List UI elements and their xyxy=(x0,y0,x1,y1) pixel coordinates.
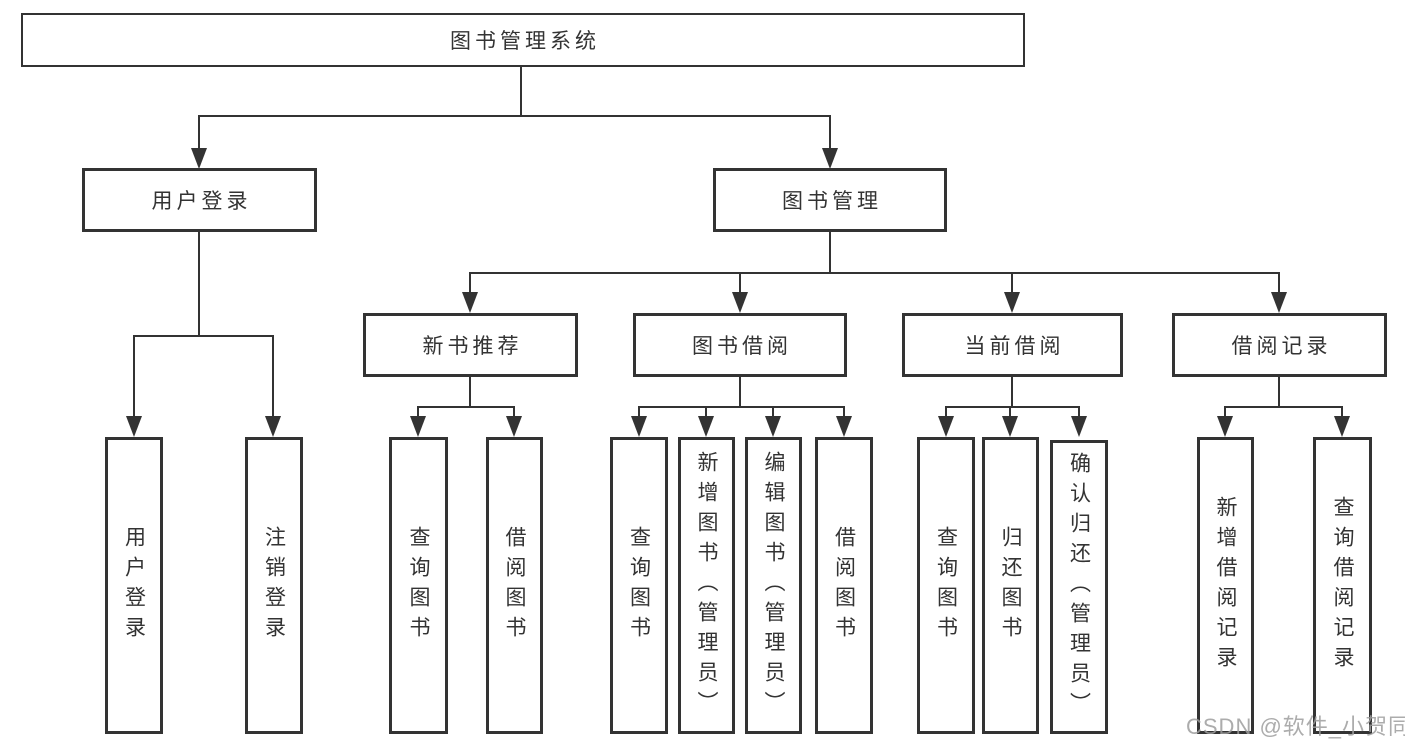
arrow-to-add-borrow-record xyxy=(1217,407,1233,437)
arrow-to-add-book-admin xyxy=(698,407,714,437)
node-user-login-label: 用户登录 xyxy=(151,190,252,213)
leaf-add-borrow-record-label: 新增借阅记录 xyxy=(1214,495,1237,676)
leaf-query-books-1: 查询图书 xyxy=(389,437,448,734)
node-book-borrowing: 图书借阅 xyxy=(633,313,847,377)
arrow-to-return-book xyxy=(1002,407,1018,437)
connector-borrow-records-branch xyxy=(1224,406,1343,408)
node-book-management: 图书管理 xyxy=(713,168,947,232)
node-library-system-label: 图书管理系统 xyxy=(450,30,600,53)
connector-user-login-stem xyxy=(198,231,200,336)
node-current-borrowing: 当前借阅 xyxy=(902,313,1123,377)
arrow-to-borrow-records xyxy=(1271,273,1287,313)
leaf-logout: 注销登录 xyxy=(245,437,303,734)
arrow-to-query-books-2 xyxy=(631,407,647,437)
leaf-add-book-admin: 新增图书（管理员） xyxy=(678,437,735,734)
leaf-return-book-label: 归还图书 xyxy=(999,525,1022,646)
node-library-system: 图书管理系统 xyxy=(21,13,1025,67)
arrow-to-leaf-logout xyxy=(265,336,281,437)
connector-borrow-records-stem xyxy=(1278,376,1280,407)
node-borrow-records-label: 借阅记录 xyxy=(1231,335,1332,358)
arrow-to-query-books-1 xyxy=(410,407,426,437)
leaf-confirm-return-admin: 确认归还（管理员） xyxy=(1050,440,1108,734)
arrow-to-book-management xyxy=(822,116,838,169)
node-new-book-recommend: 新书推荐 xyxy=(363,313,578,377)
connector-top-branch xyxy=(198,115,831,117)
leaf-query-borrow-record: 查询借阅记录 xyxy=(1313,437,1372,734)
leaf-edit-book-admin-label: 编辑图书（管理员） xyxy=(762,450,785,721)
connector-current-borrowing-branch xyxy=(945,406,1080,408)
connector-current-borrowing-stem xyxy=(1011,376,1013,407)
leaf-query-books-2: 查询图书 xyxy=(610,437,668,734)
connector-book-management-branch xyxy=(469,272,1280,274)
connector-user-login-branch xyxy=(133,335,274,337)
connector-new-book-recommend-branch xyxy=(417,406,515,408)
arrow-to-query-borrow-record xyxy=(1334,407,1350,437)
leaf-query-books-1-label: 查询图书 xyxy=(407,525,430,646)
connector-new-book-recommend-stem xyxy=(469,376,471,407)
leaf-query-books-3-label: 查询图书 xyxy=(934,525,958,646)
leaf-query-borrow-record-label: 查询借阅记录 xyxy=(1331,495,1354,676)
leaf-query-books-3: 查询图书 xyxy=(917,437,975,734)
leaf-borrow-books-2: 借阅图书 xyxy=(815,437,873,734)
arrow-to-borrow-books-2 xyxy=(836,407,852,437)
arrow-to-confirm-return-admin xyxy=(1071,407,1087,437)
arrow-to-leaf-user-login xyxy=(126,336,142,437)
arrow-to-book-borrowing xyxy=(732,273,748,313)
connector-book-management-stem xyxy=(829,231,831,273)
leaf-user-login: 用户登录 xyxy=(105,437,163,734)
arrow-to-query-books-3 xyxy=(938,407,954,437)
connector-root-stem xyxy=(520,65,522,116)
arrow-to-user-login xyxy=(191,116,207,169)
node-user-login: 用户登录 xyxy=(82,168,317,232)
leaf-add-book-admin-label: 新增图书（管理员） xyxy=(695,450,718,721)
leaf-confirm-return-admin-label: 确认归还（管理员） xyxy=(1067,452,1091,722)
arrow-to-current-borrowing xyxy=(1004,273,1020,313)
leaf-borrow-books-2-label: 借阅图书 xyxy=(832,525,856,646)
leaf-return-book: 归还图书 xyxy=(982,437,1039,734)
connector-book-borrowing-stem xyxy=(739,376,741,407)
leaf-borrow-books-1-label: 借阅图书 xyxy=(503,525,526,646)
leaf-edit-book-admin: 编辑图书（管理员） xyxy=(745,437,802,734)
node-book-management-label: 图书管理 xyxy=(782,190,882,213)
connector-book-borrowing-branch xyxy=(638,406,845,408)
leaf-logout-label: 注销登录 xyxy=(262,525,286,646)
node-current-borrowing-label: 当前借阅 xyxy=(964,335,1065,358)
leaf-borrow-books-1: 借阅图书 xyxy=(486,437,543,734)
node-book-borrowing-label: 图书借阅 xyxy=(692,335,792,358)
arrow-to-new-book-recommend xyxy=(462,273,478,313)
leaf-add-borrow-record: 新增借阅记录 xyxy=(1197,437,1254,734)
node-new-book-recommend-label: 新书推荐 xyxy=(422,335,523,358)
watermark: CSDN @软件_小贺同学 xyxy=(1186,714,1405,739)
leaf-query-books-2-label: 查询图书 xyxy=(627,525,651,646)
arrow-to-edit-book-admin xyxy=(765,407,781,437)
node-borrow-records: 借阅记录 xyxy=(1172,313,1387,377)
leaf-user-login-label: 用户登录 xyxy=(122,525,146,646)
arrow-to-borrow-books-1 xyxy=(506,407,522,437)
